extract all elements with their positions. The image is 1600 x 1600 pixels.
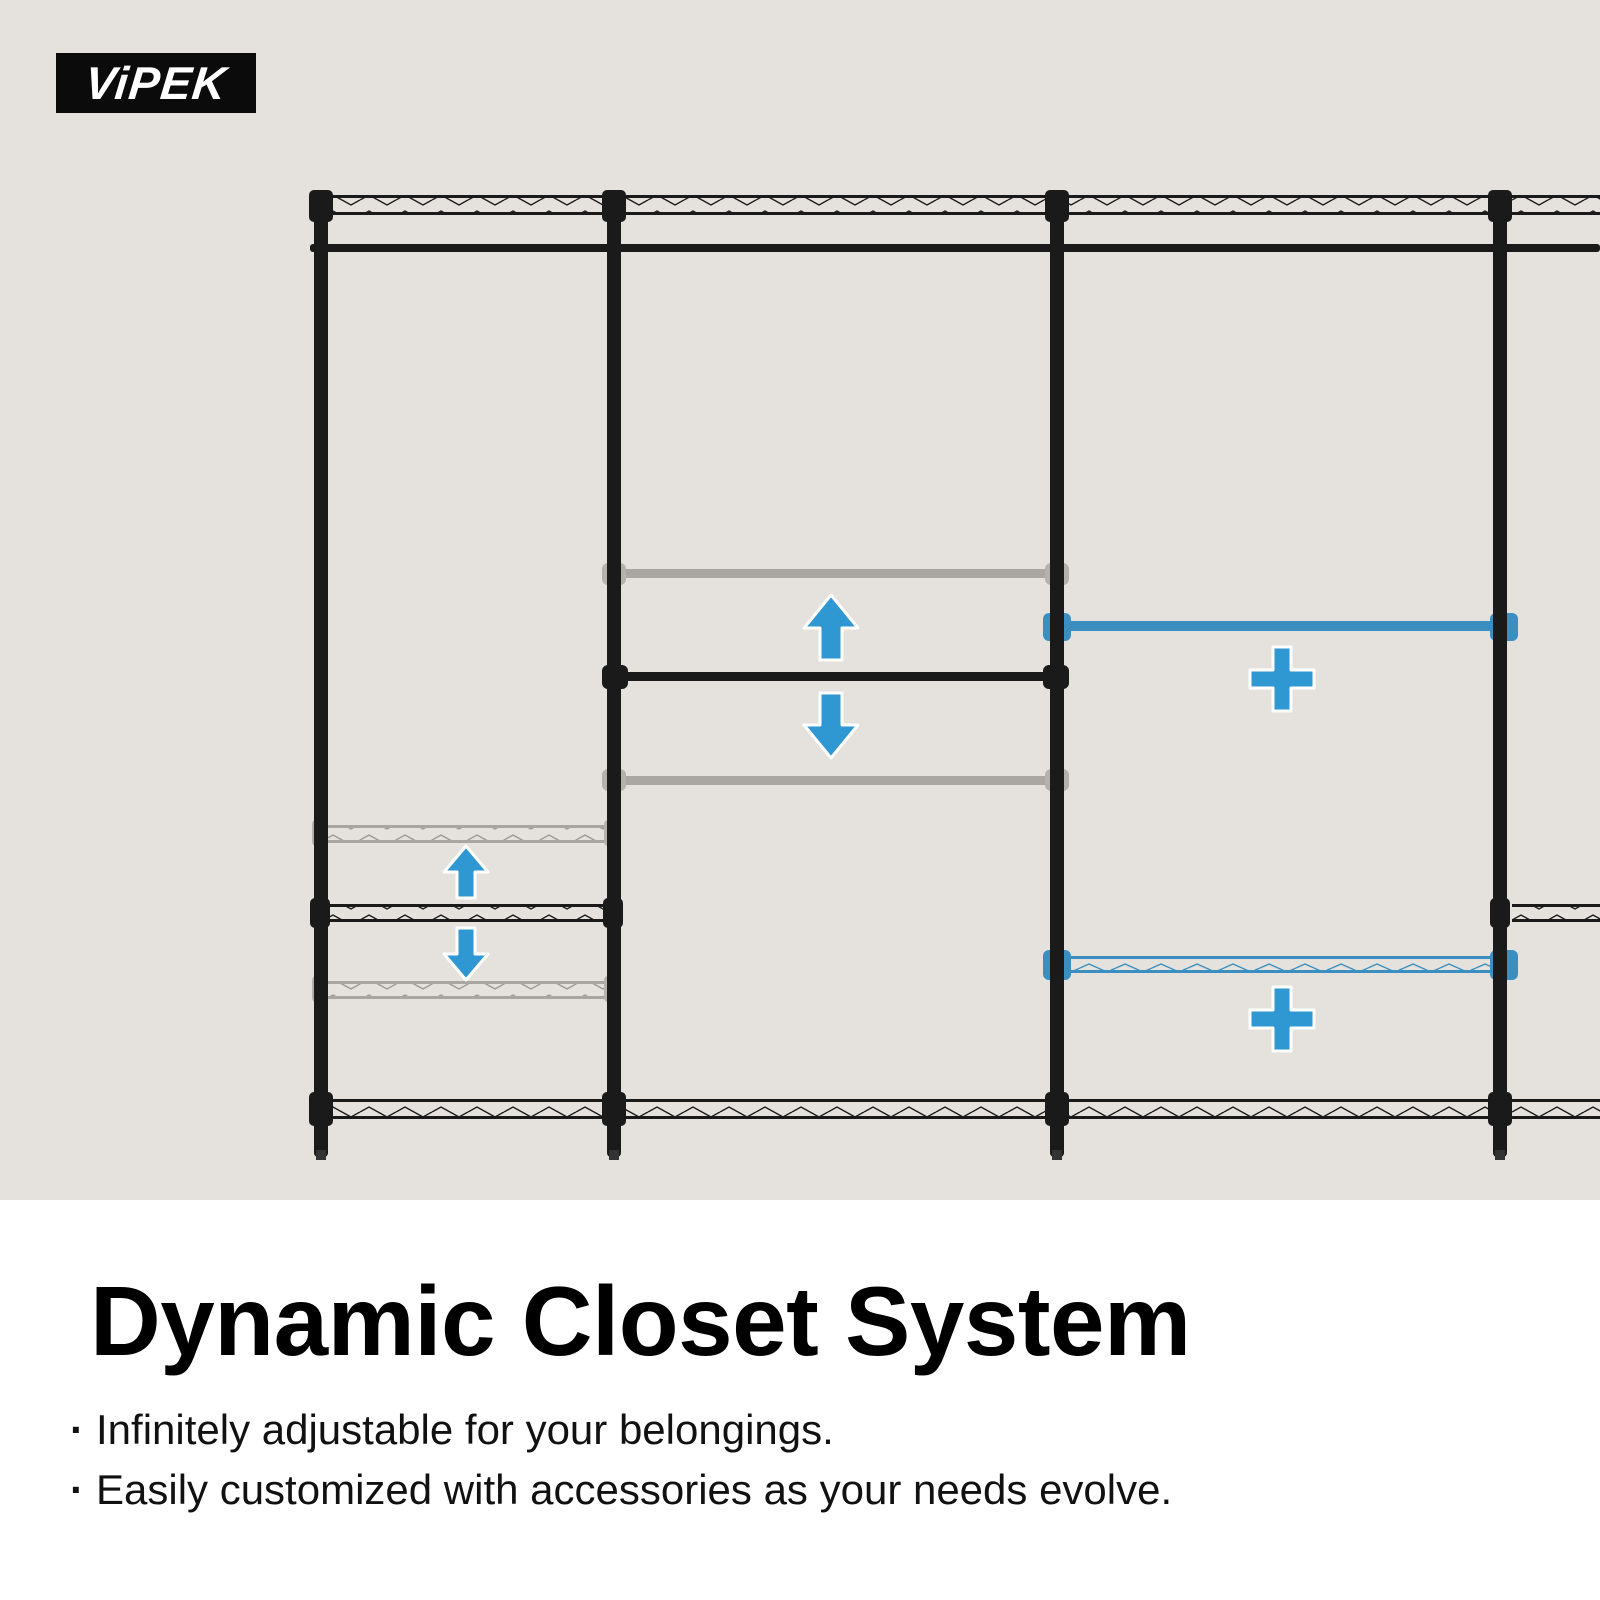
up-down-arrow-icon (442, 844, 490, 982)
feature-list: · Infinitely adjustable for your belongin… (70, 1400, 1172, 1520)
brand-logo-text: ViPEK (82, 57, 230, 109)
closet-illustration: ViPEK (0, 0, 1600, 1200)
ghost-rod-upper (602, 563, 1069, 585)
post-4 (1488, 190, 1512, 1160)
closet-frame-drawing (309, 190, 1600, 1160)
top-wire-shelf (320, 195, 1600, 215)
bottom-wire-shelf (320, 1099, 1600, 1119)
accessory-shelf (1043, 950, 1518, 980)
adjustable-rod (602, 665, 1069, 689)
feature-text: Easily customized with accessories as yo… (96, 1466, 1173, 1513)
feature-item: · Infinitely adjustable for your belongin… (70, 1400, 1172, 1460)
caption-panel: Dynamic Closet System · Infinitely adjust… (0, 1200, 1600, 1600)
bullet-marker: · (70, 1466, 84, 1513)
plus-icon (1248, 985, 1316, 1053)
plus-icon (1248, 645, 1316, 713)
top-hanging-rod (310, 244, 1600, 252)
ghost-rod-lower (602, 769, 1069, 791)
brand-logo: ViPEK (56, 53, 256, 113)
accessory-rod (1043, 613, 1518, 641)
post-2 (602, 190, 626, 1160)
post-1 (309, 190, 333, 1160)
page-title: Dynamic Closet System (90, 1266, 1191, 1376)
feature-text: Infinitely adjustable for your belonging… (96, 1406, 834, 1453)
feature-item: · Easily customized with accessories as y… (70, 1460, 1172, 1520)
up-down-arrow-icon (802, 593, 860, 760)
adjustable-shelf (310, 898, 623, 928)
post-3 (1045, 190, 1069, 1160)
bullet-marker: · (70, 1406, 84, 1453)
ghost-shelf-upper (312, 820, 620, 846)
